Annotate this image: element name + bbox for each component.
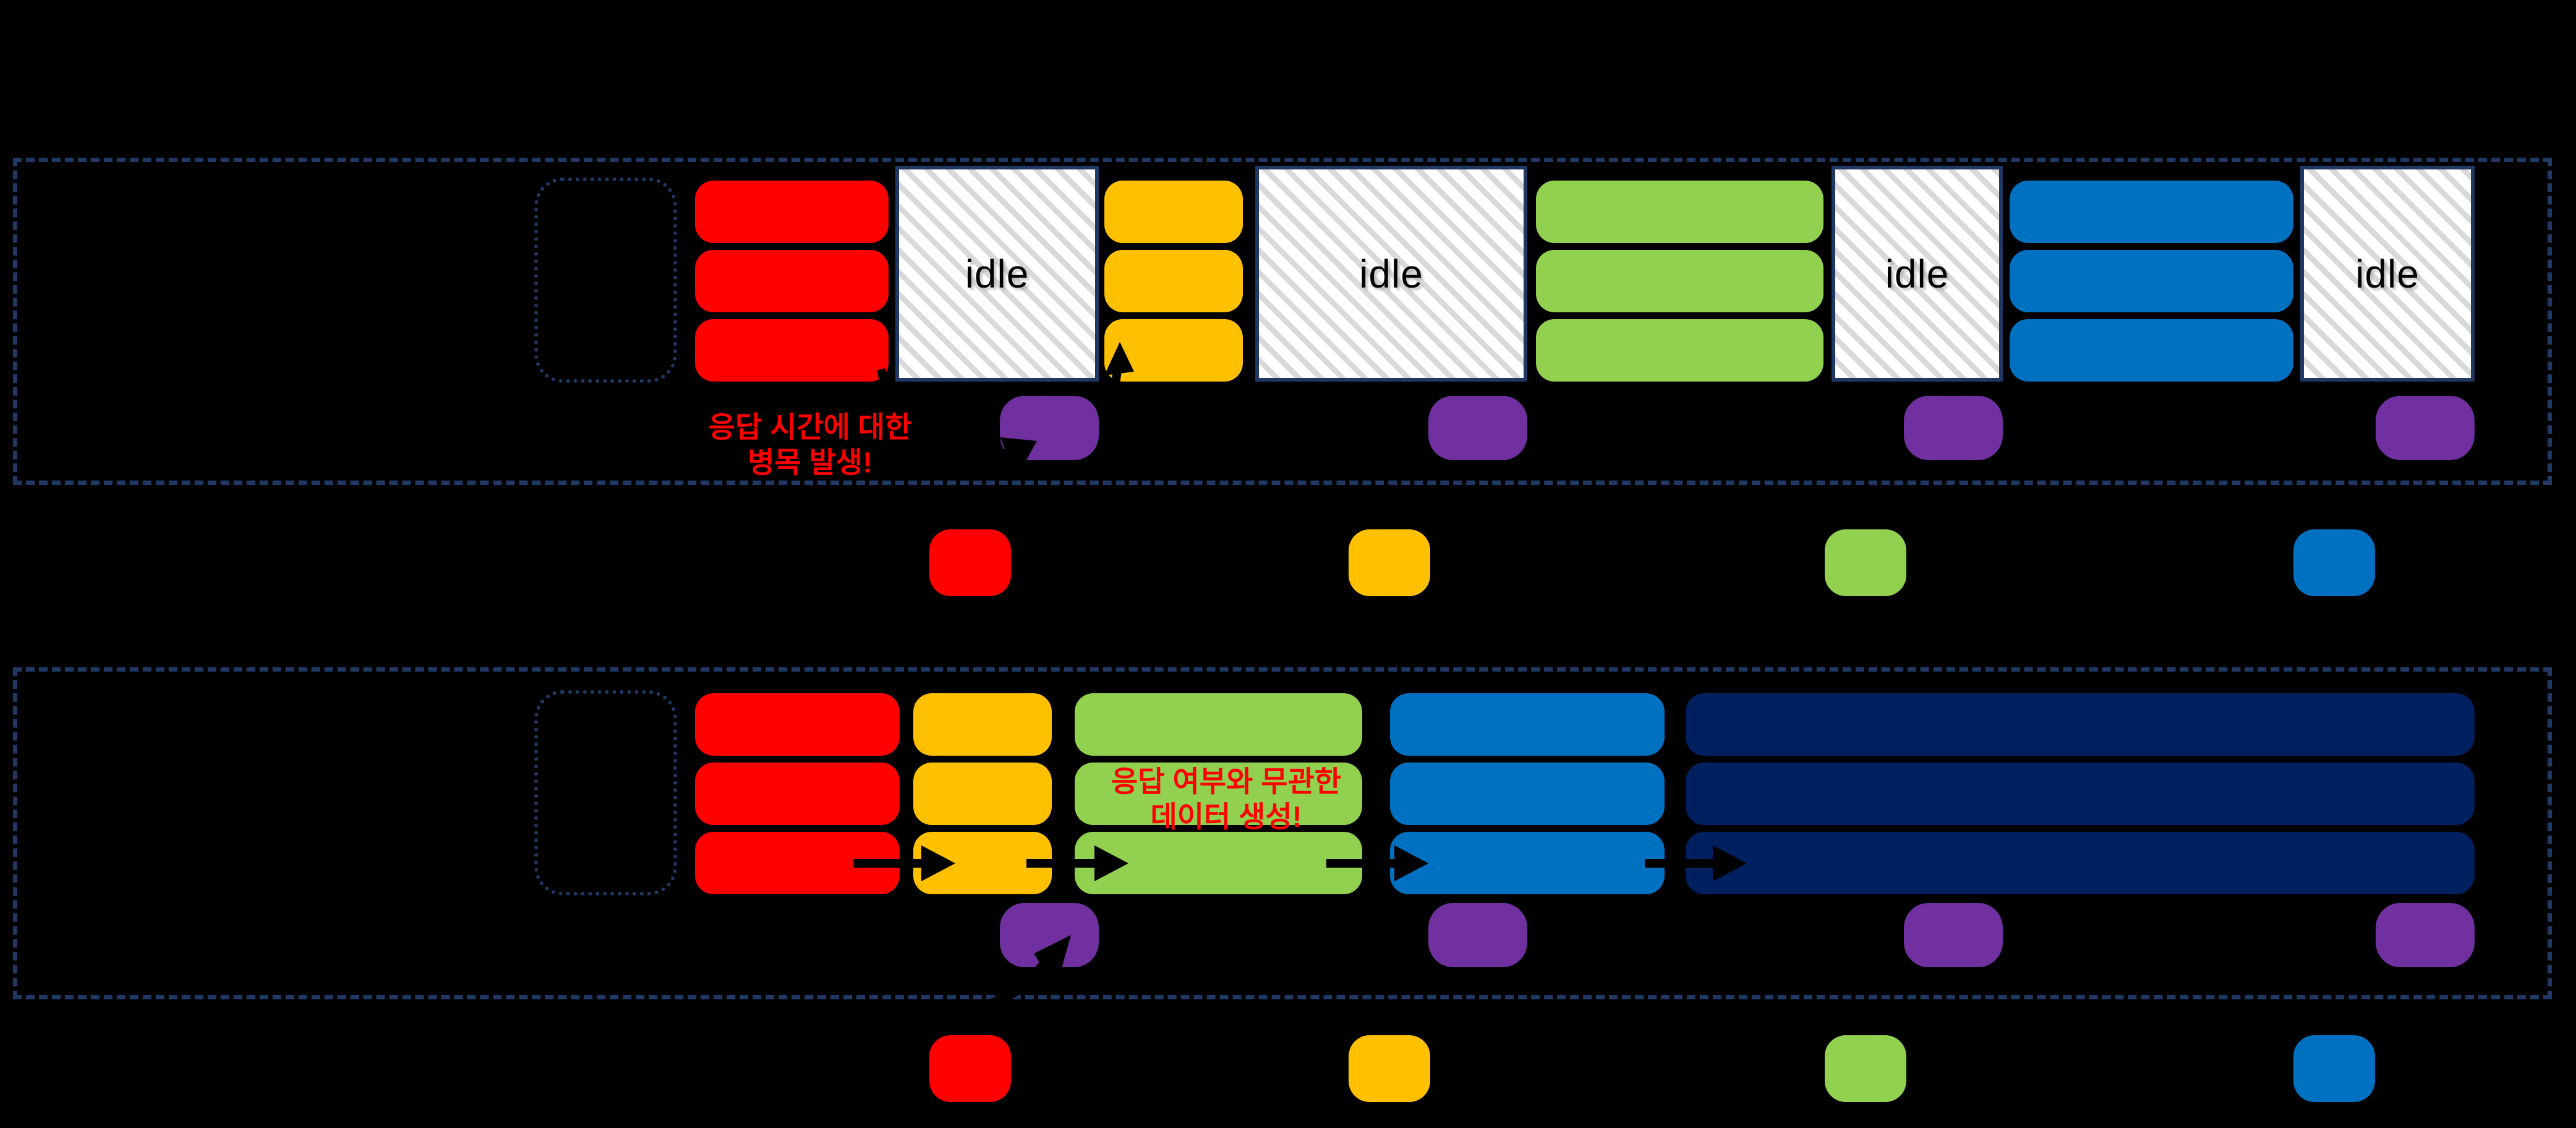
weight-update-marker (1428, 396, 1527, 460)
gen-bar-yellow (913, 693, 1052, 756)
gen-bar-blue (2010, 250, 2293, 312)
flow-arrow (1026, 845, 1128, 881)
legend-chip-green (1825, 1035, 1906, 1102)
weight-update-marker (1904, 903, 2003, 967)
legend-chip-yellow (1349, 529, 1430, 596)
idle-box: idle (1832, 166, 2003, 382)
gen-bar-blue (2010, 319, 2293, 382)
gen-bar-blue (2010, 181, 2293, 243)
gen-bar-blue (1390, 763, 1665, 825)
pending-slot-top (534, 177, 677, 383)
sync-in-arrow (877, 368, 1037, 477)
gen-bar-navy (1686, 763, 2475, 825)
idle-label: idle (1885, 251, 1950, 296)
gen-bar-yellow (1104, 250, 1243, 312)
gen-bar-green (1075, 763, 1362, 825)
bottleneck-annotation-line2: 병목 발생! (748, 446, 872, 479)
gen-bar-blue (1390, 832, 1665, 894)
weight-update-marker (1904, 396, 2003, 460)
gen-bar-red (695, 181, 889, 243)
idle-box: idle (2300, 166, 2475, 382)
legend-chip-blue (2293, 1035, 2375, 1102)
gen-bar-navy (1686, 693, 2475, 756)
gen-bar-red (695, 763, 900, 825)
gen-bar-yellow (913, 763, 1052, 825)
gen-bar-red (695, 250, 889, 312)
bottleneck-annotation-line1: 응답 시간에 대한 (708, 411, 912, 443)
weight-update-marker (2376, 396, 2475, 460)
offpolicy-annotation-line1: 응답 여부와 무관한 (1111, 765, 1342, 798)
legend-chip-red (929, 1035, 1011, 1102)
weight-update-marker (1428, 903, 1527, 967)
sync-out-arrow (1099, 342, 1134, 441)
gen-bar-green (1075, 693, 1362, 756)
offpolicy-annotation-line2: 데이터 생성! (1150, 800, 1302, 833)
idle-label: idle (965, 251, 1030, 296)
gen-bar-green (1536, 319, 1823, 382)
idle-label: idle (2355, 251, 2420, 296)
idle-box: idle (895, 166, 1099, 382)
idle-label: idle (1359, 251, 1423, 296)
flow-arrow (853, 845, 955, 881)
async-sync-arrow (960, 935, 1071, 1009)
gen-bar-navy (1686, 832, 2475, 894)
gen-bar-blue (1390, 693, 1665, 756)
legend-chip-yellow (1349, 1035, 1430, 1102)
flow-arrow (1645, 845, 1747, 881)
gen-bar-yellow (1104, 181, 1243, 243)
offpolicy-annotation: 응답 여부와 무관한 데이터 생성! (1090, 764, 1362, 834)
legend-chip-blue (2293, 529, 2375, 596)
gen-bar-red (695, 319, 889, 382)
gen-bar-green (1536, 250, 1823, 312)
bottleneck-annotation: 응답 시간에 대한 병목 발생! (680, 409, 940, 480)
legend-chip-green (1825, 529, 1906, 596)
pending-slot-bottom (534, 690, 677, 895)
weight-update-marker (2376, 903, 2475, 967)
async-sync-arrow-stub (1101, 931, 1118, 941)
legend-chip-red (929, 529, 1011, 596)
async-pipeline-panel (13, 667, 2552, 999)
flow-arrow (1326, 845, 1428, 881)
gen-bar-red (695, 693, 900, 756)
idle-box: idle (1255, 166, 1527, 382)
sync-pipeline-panel (13, 158, 2552, 485)
gen-bar-green (1536, 181, 1823, 243)
